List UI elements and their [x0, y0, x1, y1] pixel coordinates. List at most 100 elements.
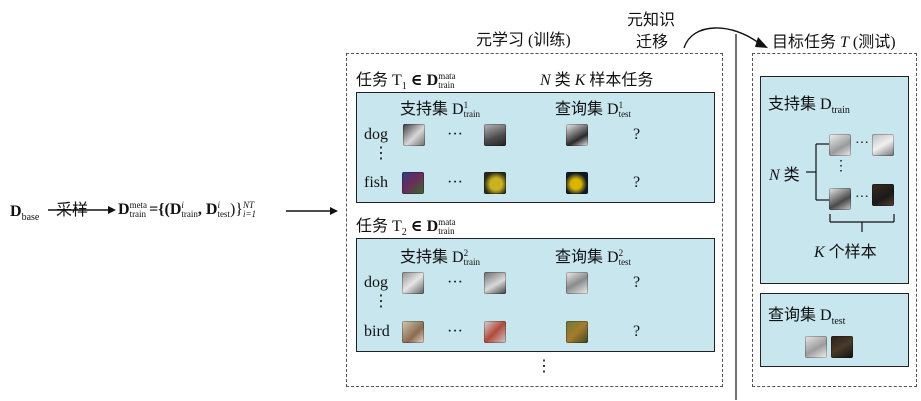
d-base-symbol: D: [10, 203, 22, 220]
task1-support-sub: train: [463, 109, 481, 120]
nk-end: 样本任务: [585, 72, 654, 89]
nk-mid: 类: [550, 72, 575, 89]
query-sample-image: [805, 336, 827, 358]
k-label-text: 个样本: [824, 244, 877, 261]
dog-query-image: [566, 124, 588, 146]
set-expr-test-sub: test: [217, 209, 230, 220]
support-sample-image: [829, 134, 851, 156]
task2-row-dog-query: ?: [633, 274, 641, 291]
support-row2-dots: ···: [855, 190, 869, 205]
k-label-k: K: [814, 244, 825, 261]
task1-row-dog-query: ?: [633, 126, 641, 143]
task1-support-label: 支持集 D: [400, 101, 464, 118]
task2-query-sub: test: [618, 257, 632, 268]
target-support-title: 支持集 Dtrain: [768, 90, 850, 116]
n-class-label: N 类: [769, 161, 800, 185]
target-task-panel: [752, 53, 917, 387]
task1-vdots: ⋮: [373, 145, 389, 162]
target-query-title: 查询集 Dtest: [768, 301, 845, 327]
support-sample-image: [829, 188, 851, 210]
separator-line: [735, 34, 737, 400]
task2-query-label: 查询集 D: [555, 249, 619, 266]
target-query-label: 查询集 D: [768, 307, 832, 324]
task2-row-bird-query: ?: [633, 323, 641, 340]
task1-row-dog-ellipsis: ···: [447, 126, 463, 143]
d-base-sub: base: [21, 212, 40, 224]
bird-image: [484, 321, 506, 343]
task1-row-dog-label: dog: [364, 126, 388, 143]
target-support-box: [760, 76, 909, 284]
set-expr-mid: , D: [197, 201, 218, 218]
dog-image: [403, 124, 425, 146]
set-expr-nt-sup: NT: [242, 200, 254, 211]
set-expr-i-sup-2: i: [217, 200, 220, 211]
task1-support-sup: 1: [463, 100, 469, 111]
bird-query-image: [566, 321, 588, 343]
task2-label: 任务 T: [356, 218, 402, 235]
meta-learning-panel: [346, 53, 723, 387]
target-title-pre: 目标任务: [772, 34, 841, 51]
task2-row-bird-ellipsis: ···: [447, 323, 463, 340]
dog-image: [402, 272, 424, 294]
set-expr-close: )}: [229, 201, 243, 218]
task1-query-sup: 1: [618, 100, 624, 111]
task2-mata-sup: mata: [438, 217, 456, 228]
d-train-meta-sub: train: [129, 209, 147, 220]
nk-task-text: N 类 K 样本任务: [540, 66, 653, 90]
bird-image: [402, 321, 424, 343]
task1-row-fish-label: fish: [364, 174, 388, 191]
task2-row-dog-ellipsis: ···: [447, 274, 463, 291]
d-base: Dbase: [10, 203, 39, 223]
query-sample-image: [831, 336, 853, 358]
task2-support-label: 支持集 D: [400, 249, 464, 266]
target-support-label: 支持集 D: [768, 96, 832, 113]
dog-image: [484, 124, 506, 146]
task1-train-sub: train: [438, 80, 455, 91]
k-sample-bracket: [829, 214, 895, 232]
target-title-post: (测试): [848, 34, 896, 51]
nk-n: N: [540, 72, 551, 89]
target-task-title: 目标任务 T (测试): [772, 28, 896, 52]
task2-row-bird-label: bird: [364, 323, 390, 340]
task1-query-sub: test: [618, 109, 632, 120]
task2-vdots: ⋮: [373, 293, 389, 310]
transfer-label-2: 迁移: [636, 34, 669, 51]
n-label-text: 类: [779, 167, 800, 184]
sample-arrow: [48, 206, 116, 214]
meta-learning-title: 元学习 (训练): [476, 32, 571, 49]
task1-mata-sup: mata: [438, 71, 456, 82]
more-tasks-vdots: ⋮: [536, 358, 552, 375]
support-sample-image: [872, 134, 894, 156]
support-vdots: ⋮: [834, 159, 848, 174]
set-expr-i-sup: i: [181, 200, 184, 211]
dog-query-image: [566, 272, 588, 294]
transfer-arrow: [683, 27, 768, 49]
set-expr-train-sub: train: [181, 209, 198, 220]
task1-label-sub: 1: [401, 81, 407, 93]
task1-row-fish-ellipsis: ···: [447, 174, 463, 191]
task2-row-dog-label: dog: [364, 274, 388, 291]
n-label-n: N: [769, 167, 780, 184]
d-train-meta-sup: meta: [129, 200, 148, 211]
support-sample-image: [872, 184, 894, 206]
fish-image: [402, 172, 424, 194]
task1-row-fish-query: ?: [633, 174, 641, 191]
task1-label: 任务 T: [356, 72, 402, 89]
k-sample-label: K 个样本: [814, 238, 877, 262]
task2-query-sup: 2: [618, 248, 624, 259]
task2-support-sub: train: [463, 257, 481, 268]
nk-k: K: [574, 72, 586, 89]
task2-label-sub: 2: [401, 227, 407, 239]
dog-image: [484, 272, 506, 294]
task2-train-sub: train: [438, 226, 455, 237]
fish-query-image: [566, 172, 588, 194]
transfer-label-1: 元知识: [627, 12, 676, 29]
